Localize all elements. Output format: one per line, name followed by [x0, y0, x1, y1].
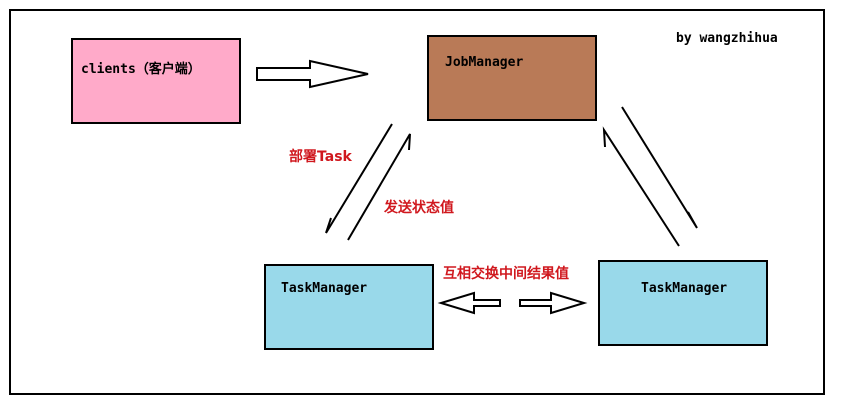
exchange-results-label: 互相交换中间结果值 [443, 266, 569, 282]
taskmanager-right-label: TaskManager [641, 281, 728, 296]
taskmanager-left-label: TaskManager [281, 281, 368, 296]
jobmanager-node: JobManager [427, 35, 597, 121]
clients-to-jobmanager-arrow [256, 59, 369, 89]
clients-label: clients（客户端） [81, 62, 201, 77]
send-status-arrow [347, 133, 411, 241]
send-status-label: 发送状态值 [384, 200, 454, 216]
exchange-arrow-left [437, 291, 501, 315]
send-status-right-arrow [602, 126, 680, 247]
exchange-arrow-right [519, 291, 588, 315]
deploy-task-right-arrow [621, 106, 698, 229]
jobmanager-label: JobManager [445, 55, 524, 70]
clients-node: clients（客户端） [71, 38, 241, 124]
taskmanager-left-node: TaskManager [264, 264, 434, 350]
deploy-task-arrow [325, 123, 393, 234]
author-credit: by wangzhihua [676, 31, 778, 46]
deploy-task-label: 部署Task [289, 149, 352, 165]
canvas-frame [9, 9, 825, 395]
taskmanager-right-node: TaskManager [598, 260, 768, 346]
